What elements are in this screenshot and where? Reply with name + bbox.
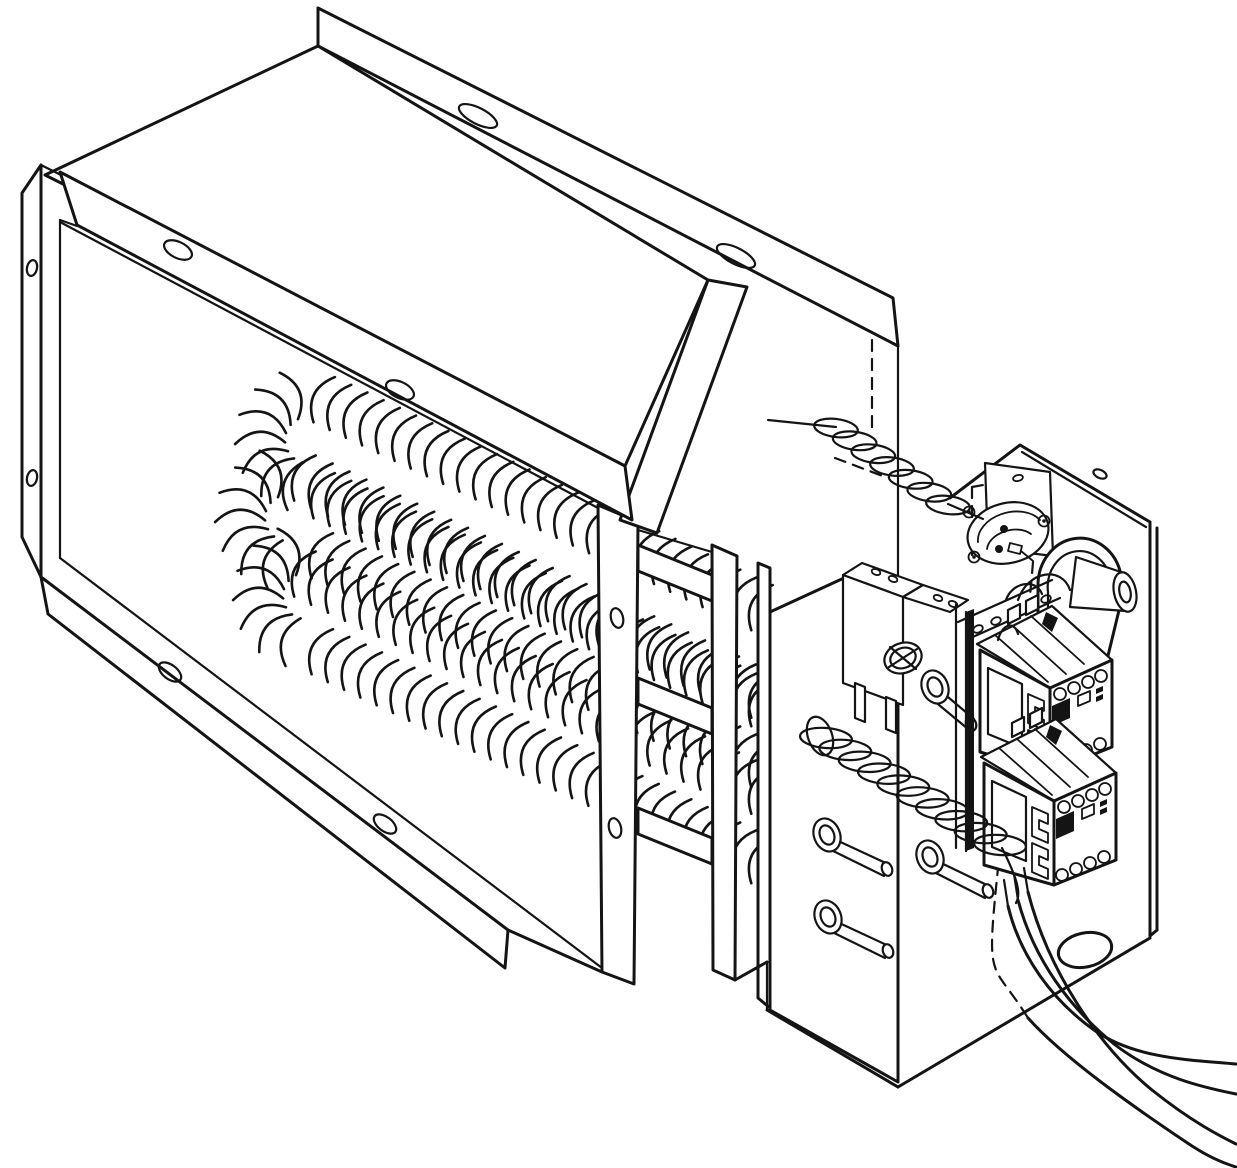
terminal-studs	[812, 669, 995, 960]
rack-rung	[636, 806, 714, 866]
duct-interior	[39, 163, 604, 970]
terminal-panel	[768, 338, 900, 1084]
control-wiring-arches	[996, 573, 1072, 642]
phantom-edge	[833, 456, 890, 480]
bottom-rail	[39, 575, 510, 970]
field-wires	[1002, 866, 1237, 1168]
terminal-tower	[1006, 602, 1022, 626]
wiring-knockout-hole	[1056, 930, 1114, 970]
field-wire	[1026, 890, 1237, 1146]
sensor-bracket	[841, 561, 970, 735]
flange-slot	[457, 102, 499, 130]
flange-hole	[25, 259, 39, 277]
rail-mounting-slot	[372, 813, 398, 835]
interior-floor-edge	[58, 556, 604, 970]
bracket-leg	[853, 681, 867, 724]
control-box	[765, 443, 1159, 1089]
box-top-hole	[1092, 468, 1108, 480]
terminal-stud	[915, 839, 995, 900]
flange-slot	[715, 242, 757, 270]
reset-wheel-icon	[883, 641, 923, 675]
rail-mounting-slot	[157, 661, 183, 683]
field-wire	[1006, 904, 1237, 1066]
snap-disc	[962, 501, 1051, 565]
terminal-stud	[812, 817, 894, 878]
duct-enclosure	[39, 6, 900, 970]
heating-element-3	[231, 527, 774, 885]
heating-elements	[213, 371, 774, 885]
end-frame-post	[756, 561, 772, 1010]
terminal-stud	[813, 899, 895, 960]
box-bottom-left-edge	[765, 1008, 900, 1089]
front-top-rail	[58, 170, 634, 522]
field-wire	[1016, 898, 1237, 1096]
field-wire	[1026, 1016, 1237, 1168]
duct-front-frame	[20, 163, 749, 970]
bushing-springs	[766, 417, 1028, 905]
terminal-tower	[1024, 593, 1040, 617]
rail-slot	[609, 607, 625, 629]
flange-hole	[25, 469, 39, 487]
rack-front-rail	[596, 503, 640, 986]
interior-ceiling-edge	[58, 220, 600, 510]
element-lead	[766, 418, 838, 429]
element-rack	[506, 503, 772, 1010]
rail-mounting-slot	[384, 379, 416, 401]
rail-mounting-slot	[162, 239, 194, 261]
rack-rear-post	[710, 543, 739, 982]
rack-rung	[636, 543, 714, 603]
end-header-band	[618, 278, 749, 535]
rail-slot	[607, 817, 623, 839]
bracket-leg	[884, 695, 898, 735]
left-flange	[20, 163, 43, 579]
